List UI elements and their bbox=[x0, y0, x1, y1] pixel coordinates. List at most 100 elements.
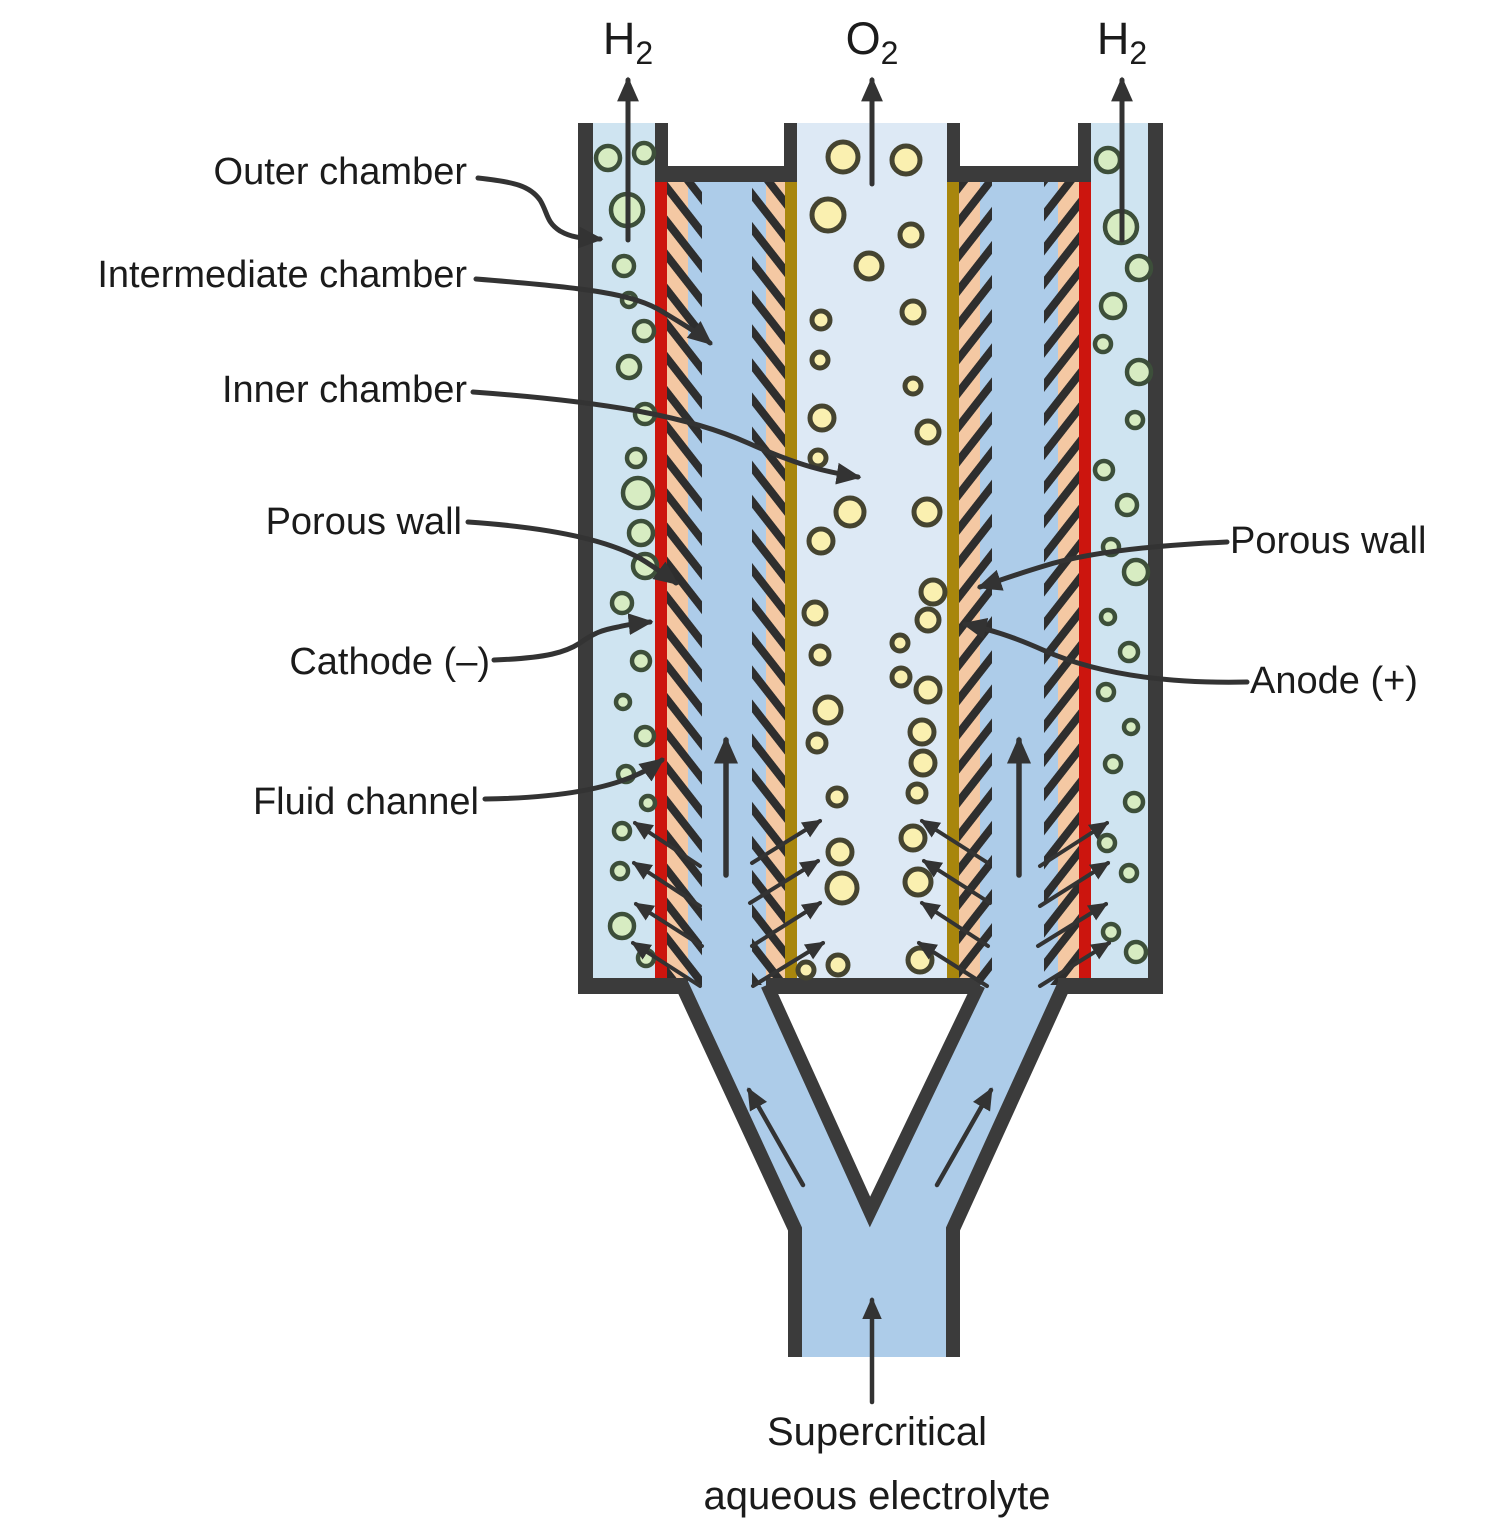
h2-bubble bbox=[609, 860, 631, 882]
wall-crossing-flow-arrow bbox=[919, 901, 990, 948]
o2-bubbles bbox=[795, 139, 948, 981]
cap-left-top bbox=[655, 166, 797, 182]
cathode-label: Cathode (–) bbox=[289, 641, 490, 683]
inner-chamber-label: Inner chamber bbox=[221, 369, 467, 411]
h2-bubble bbox=[611, 820, 633, 842]
inlet-tube-notch-wall bbox=[761, 982, 985, 1228]
o2-bubble bbox=[898, 823, 928, 853]
h2-bubble bbox=[1124, 253, 1154, 283]
feed-label-line1: Supercritical bbox=[766, 1410, 988, 1454]
o2-bubble bbox=[809, 196, 847, 234]
h2-bubble bbox=[1092, 333, 1114, 355]
h2-bubble bbox=[629, 649, 653, 673]
o2-bubble bbox=[824, 870, 860, 906]
o2-bubble bbox=[905, 781, 929, 805]
cathode-leader-arrow bbox=[491, 613, 654, 663]
o2-bubble bbox=[913, 675, 943, 705]
feed-label: Supercritical aqueous electrolyte bbox=[597, 1400, 1157, 1528]
wall-crossing-flow-arrow bbox=[1036, 902, 1109, 948]
h2-bubble bbox=[1121, 557, 1151, 587]
gas-output-arrows bbox=[617, 76, 1133, 243]
o2-bubble bbox=[833, 495, 867, 529]
wall-crossing-flow-arrow bbox=[748, 859, 821, 905]
feed-label-line2: aqueous electrolyte bbox=[703, 1474, 1051, 1518]
porous-wall-left-leader-arrow bbox=[465, 519, 679, 586]
intermediate-chamber-label: Intermediate chamber bbox=[97, 254, 467, 296]
o2-bubble bbox=[807, 447, 829, 469]
o2-bubble bbox=[889, 143, 923, 177]
h2-bubble bbox=[609, 590, 635, 616]
o2-bubble bbox=[807, 403, 837, 433]
h2-bubble bbox=[1122, 790, 1146, 814]
o2-bubble bbox=[914, 418, 942, 446]
o2-bubble bbox=[812, 694, 844, 726]
channel-up-flow-arrows bbox=[713, 736, 1032, 878]
o2-bubble bbox=[825, 785, 849, 809]
wall-crossing-flow-arrow bbox=[751, 941, 826, 988]
wall-crossing-flow-arrow bbox=[631, 861, 702, 908]
outer-chamber-leader-arrow bbox=[475, 175, 604, 249]
h2-bubble bbox=[1124, 409, 1146, 431]
h2-bubble bbox=[626, 518, 656, 548]
inlet-flow-arrows bbox=[746, 1087, 994, 1405]
h2-symbol: H bbox=[602, 13, 636, 64]
outer-chamber-right-fluid bbox=[1091, 123, 1148, 992]
wall-crossing-flow-arrow bbox=[750, 819, 823, 865]
h2-bubble bbox=[631, 318, 657, 344]
cell-walls bbox=[578, 123, 1163, 994]
bottom-bar-right bbox=[1058, 978, 1163, 994]
o2-subscript: 2 bbox=[880, 35, 899, 71]
o2-bubble bbox=[907, 717, 937, 747]
inlet-tube-walls bbox=[674, 980, 1072, 1357]
wall-crossing-flow-arrow bbox=[919, 819, 990, 865]
h2-bubble bbox=[615, 353, 643, 381]
h2-bubble bbox=[620, 475, 656, 511]
o2-bubble bbox=[889, 665, 913, 689]
o2-bubble bbox=[897, 221, 925, 249]
o2-label: O2 bbox=[812, 13, 932, 72]
h2-bubble bbox=[1093, 145, 1123, 175]
bottom-bar-left bbox=[578, 978, 688, 994]
o2-bubble bbox=[908, 748, 938, 778]
o2-bubble bbox=[825, 952, 851, 978]
inlet-tube-wall-left bbox=[674, 980, 802, 1357]
wall-crossing-flow-arrow bbox=[916, 941, 989, 988]
anode-leader-arrow bbox=[961, 617, 1250, 685]
o2-bubble bbox=[902, 866, 934, 898]
cathode-strip-right bbox=[1079, 182, 1091, 985]
o2-bubble bbox=[889, 632, 911, 654]
fluid-channel-leader-arrow bbox=[482, 757, 665, 802]
o2-bubble bbox=[809, 349, 831, 371]
inlet-flow-arrow bbox=[746, 1087, 806, 1188]
o2-bubble bbox=[902, 375, 924, 397]
h2-symbol: H bbox=[1096, 13, 1130, 64]
h2-subscript: 2 bbox=[1129, 35, 1148, 71]
h2-bubble bbox=[1096, 832, 1118, 854]
wall-crossing-flow-arrow bbox=[1038, 861, 1111, 908]
hatch-inner-left bbox=[752, 182, 785, 985]
anode-strip-right bbox=[947, 182, 959, 985]
outer-wall-right bbox=[1148, 123, 1163, 994]
hatch-outer-right bbox=[1044, 182, 1079, 985]
o2-bubble bbox=[806, 526, 836, 556]
h2-bubble bbox=[1092, 458, 1116, 482]
o2-bubble bbox=[899, 298, 927, 326]
h2-bubble bbox=[1114, 492, 1140, 518]
h2-bubble bbox=[593, 143, 623, 173]
o2-bubble bbox=[808, 643, 832, 667]
o2-bubble bbox=[825, 139, 861, 175]
bottom-bar-middle bbox=[766, 978, 980, 994]
h2-bubble bbox=[1098, 291, 1128, 321]
o2-bubble bbox=[853, 250, 885, 282]
cap-right-top bbox=[947, 166, 1091, 182]
h2-bubble bbox=[1124, 357, 1154, 387]
o2-bubble bbox=[805, 731, 829, 755]
anode-label: Anode (+) bbox=[1250, 660, 1418, 702]
o2-bubble bbox=[795, 959, 817, 981]
o2-bubble bbox=[801, 599, 829, 627]
porous-wall-right-leader-arrow bbox=[976, 539, 1230, 591]
o2-bubble bbox=[905, 945, 935, 975]
wall-crossing-arrows bbox=[630, 819, 1112, 988]
